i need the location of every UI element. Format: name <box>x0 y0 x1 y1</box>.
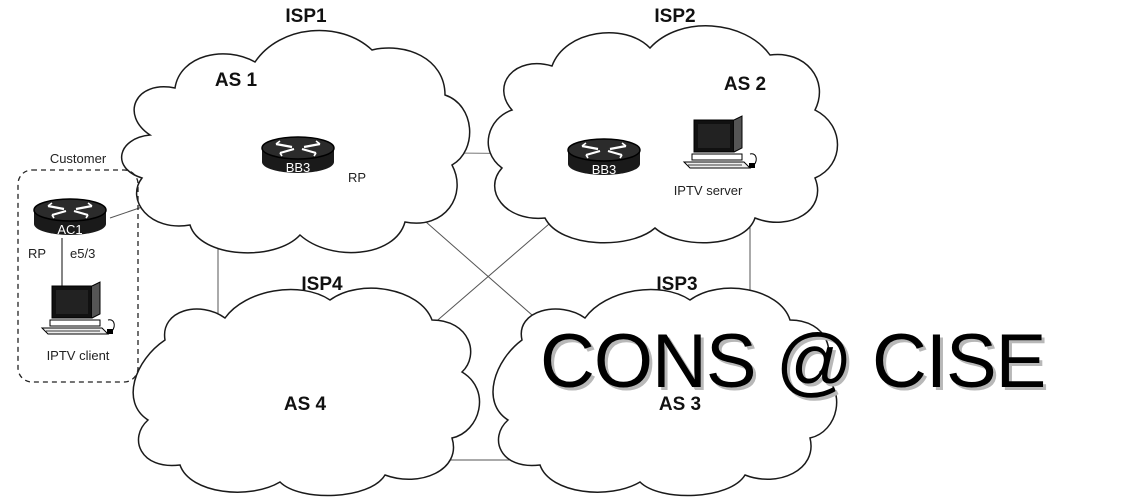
watermark-text: CONS @ CISE <box>540 319 1046 404</box>
rp-label-as1: RP <box>348 170 366 185</box>
customer-label: Customer <box>50 151 107 166</box>
link-as1-as3 <box>425 221 541 323</box>
bb3-label-as2: BB3 <box>592 162 617 177</box>
link-as2-as4 <box>431 217 557 326</box>
isp3-label: ISP3 <box>656 274 697 295</box>
as3-label: AS 3 <box>659 394 701 415</box>
interface-label: e5/3 <box>70 246 95 261</box>
cloud-as2 <box>487 25 839 244</box>
as1-label: AS 1 <box>215 70 258 91</box>
rp-label-customer: RP <box>28 246 46 261</box>
cloud-as3 <box>492 287 838 497</box>
isp4-label: ISP4 <box>301 274 343 295</box>
isp1-label: ISP1 <box>285 6 327 27</box>
as4-label: AS 4 <box>284 394 327 415</box>
bb3-label-as1: BB3 <box>286 160 311 175</box>
cloud-as4 <box>132 287 481 497</box>
iptv-server-label: IPTV server <box>674 183 743 198</box>
isp2-label: ISP2 <box>654 6 695 27</box>
iptv-client-icon <box>41 281 115 335</box>
ac1-label: AC1 <box>57 222 82 237</box>
as2-label: AS 2 <box>724 74 766 95</box>
iptv-client-label: IPTV client <box>47 348 110 363</box>
customer-box <box>17 169 139 383</box>
